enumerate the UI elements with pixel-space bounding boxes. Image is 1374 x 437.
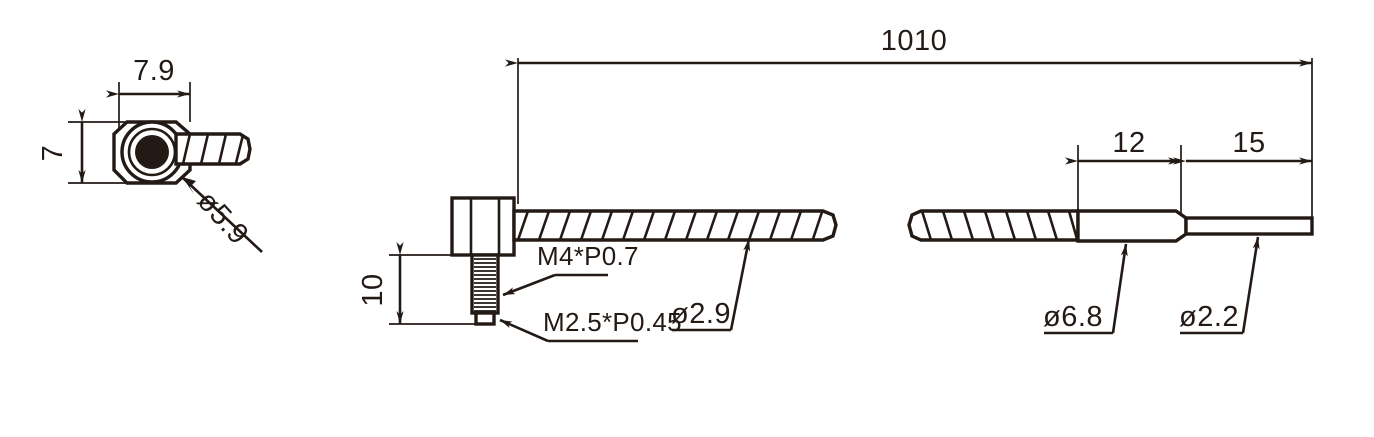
flexible-threaded-shaft-left <box>512 209 838 242</box>
dimension-overall-length: 1010 <box>505 25 1313 232</box>
dimension-head-height: 7 <box>37 109 152 184</box>
dimension-label-overall-length: 1010 <box>881 25 948 57</box>
stud-thread-hatch <box>474 258 496 312</box>
shaft-thread-helix-right <box>920 210 1079 241</box>
dimension-label-shaft-diameter: ø2.9 <box>671 298 731 330</box>
dimension-label-rod-length: 15 <box>1232 127 1265 159</box>
assembly-block-body <box>450 196 516 257</box>
leader-stud-thread: M4*P0.7 <box>502 241 639 297</box>
dimension-label-head-width: 7.9 <box>133 55 175 87</box>
dimension-label-stud-length: 10 <box>357 273 389 306</box>
flexible-threaded-shaft-right <box>907 209 1080 242</box>
dimension-label-tip-thread: M2.5*P0.45 <box>543 307 682 337</box>
dimension-stud-length: 10 <box>357 242 476 325</box>
leader-ferrule-diameter: ø6.8 <box>1043 243 1128 335</box>
leader-rod-diameter: ø2.2 <box>1179 236 1260 335</box>
leader-head-bore-diameter: ø5.9 <box>181 176 263 253</box>
main-assembly-view: 10 <box>357 196 838 343</box>
shaft-thread-helix <box>516 210 824 241</box>
dimension-label-head-height: 7 <box>37 145 69 162</box>
dimension-label-rod-diameter: ø2.2 <box>1179 301 1239 333</box>
dimension-rod-length: 15 <box>1173 127 1312 165</box>
leader-shaft-diameter: ø2.9 <box>671 238 751 332</box>
head-threaded-stub <box>174 132 252 166</box>
leader-tip-thread: M2.5*P0.45 <box>499 307 682 343</box>
ferrule-cylinder <box>1076 209 1188 243</box>
stud-m4-thread <box>470 253 500 326</box>
head-detail-view: 7.9 7 <box>37 55 263 253</box>
thin-rod <box>1184 216 1314 236</box>
dimension-label-stud-thread: M4*P0.7 <box>537 241 639 271</box>
dimension-label-ferrule-length: 12 <box>1112 127 1145 159</box>
dimension-label-ferrule-diameter: ø6.8 <box>1043 301 1103 333</box>
head-bore-circles <box>120 120 184 184</box>
stud-tip-m25 <box>474 311 496 326</box>
dimension-head-width: 7.9 <box>106 55 191 132</box>
dimension-ferrule-length: 12 <box>1065 127 1182 215</box>
tip-detail-view: 12 15 <box>907 127 1314 335</box>
